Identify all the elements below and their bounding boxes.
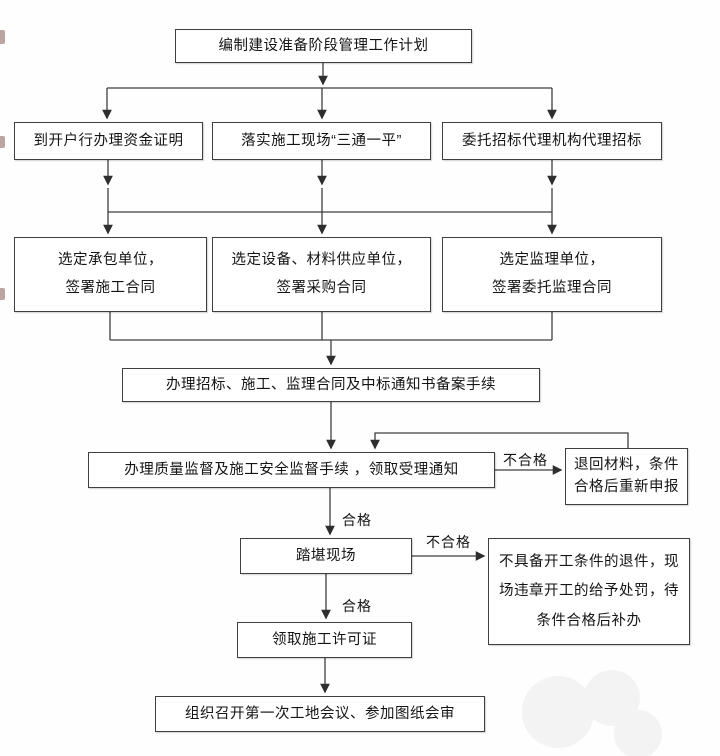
node-select-supervisor-line1: 选定监理单位， <box>499 251 605 268</box>
node-select-supervisor: 选定监理单位， 签署委托监理合同 <box>442 237 662 312</box>
node-fund-certificate: 到开户行办理资金证明 <box>14 122 203 160</box>
node-rejection-penalty-line2: 场违章开工的给予处罚，待 <box>499 583 679 600</box>
node-rejection-penalty-line3: 条件合格后补办 <box>536 612 642 629</box>
node-first-site-meeting-text: 组织召开第一次工地会议、参加图纸会审 <box>185 705 455 722</box>
node-site-survey: 踏堪现场 <box>240 538 412 574</box>
node-quality-safety-supervision: 办理质量监督及施工安全监督手续 ，领取受理通知 <box>88 452 495 488</box>
node-site-preparation: 落实施工现场“三通一平” <box>212 122 431 160</box>
node-return-materials-line1: 退回材料，条件 <box>574 456 679 473</box>
edge-label-fail-survey: 不合格 <box>426 534 471 550</box>
node-first-site-meeting: 组织召开第一次工地会议、参加图纸会审 <box>155 696 485 732</box>
node-select-supplier: 选定设备、材料供应单位， 签署采购合同 <box>212 237 431 312</box>
node-site-survey-text: 踏堪现场 <box>296 547 356 564</box>
node-contract-filing: 办理招标、施工、监理合同及中标通知书备案手续 <box>122 368 540 402</box>
node-plan-text: 编制建设准备阶段管理工作计划 <box>218 37 429 54</box>
node-select-supervisor-line2: 签署委托监理合同 <box>492 280 612 297</box>
node-bidding-agency-text: 委托招标代理机构代理招标 <box>462 132 642 149</box>
page-edge-mark <box>0 30 5 44</box>
node-construction-permit-text: 领取施工许可证 <box>272 631 377 648</box>
page-edge-mark <box>0 136 5 148</box>
page-edge-mark <box>0 288 5 300</box>
node-site-preparation-text: 落实施工现场“三通一平” <box>241 132 402 149</box>
node-select-contractor: 选定承包单位， 签署施工合同 <box>14 237 207 312</box>
node-construction-permit: 领取施工许可证 <box>237 622 412 658</box>
edge-label-pass-survey: 合格 <box>342 598 372 614</box>
watermark <box>522 670 662 756</box>
edge-label-fail-quality: 不合格 <box>503 452 548 468</box>
node-rejection-penalty-line1: 不具备开工条件的退件，现 <box>499 553 679 570</box>
node-return-materials-line2: 合格后重新申报 <box>574 479 679 496</box>
node-select-contractor-line1: 选定承包单位， <box>58 251 163 268</box>
node-contract-filing-text: 办理招标、施工、监理合同及中标通知书备案手续 <box>166 376 496 393</box>
node-fund-certificate-text: 到开户行办理资金证明 <box>33 132 184 149</box>
node-select-supplier-line1: 选定设备、材料供应单位， <box>231 251 412 268</box>
node-select-supplier-line2: 签署采购合同 <box>276 280 367 297</box>
node-rejection-penalty: 不具备开工条件的退件，现 场违章开工的给予处罚，待 条件合格后补办 <box>488 538 690 645</box>
edge-label-pass-quality: 合格 <box>342 512 372 528</box>
node-return-materials: 退回材料，条件 合格后重新申报 <box>565 448 688 505</box>
node-plan: 编制建设准备阶段管理工作计划 <box>175 29 472 63</box>
node-select-contractor-line2: 签署施工合同 <box>65 280 156 297</box>
node-bidding-agency: 委托招标代理机构代理招标 <box>442 122 662 160</box>
node-quality-safety-supervision-text: 办理质量监督及施工安全监督手续 ，领取受理通知 <box>124 461 459 478</box>
